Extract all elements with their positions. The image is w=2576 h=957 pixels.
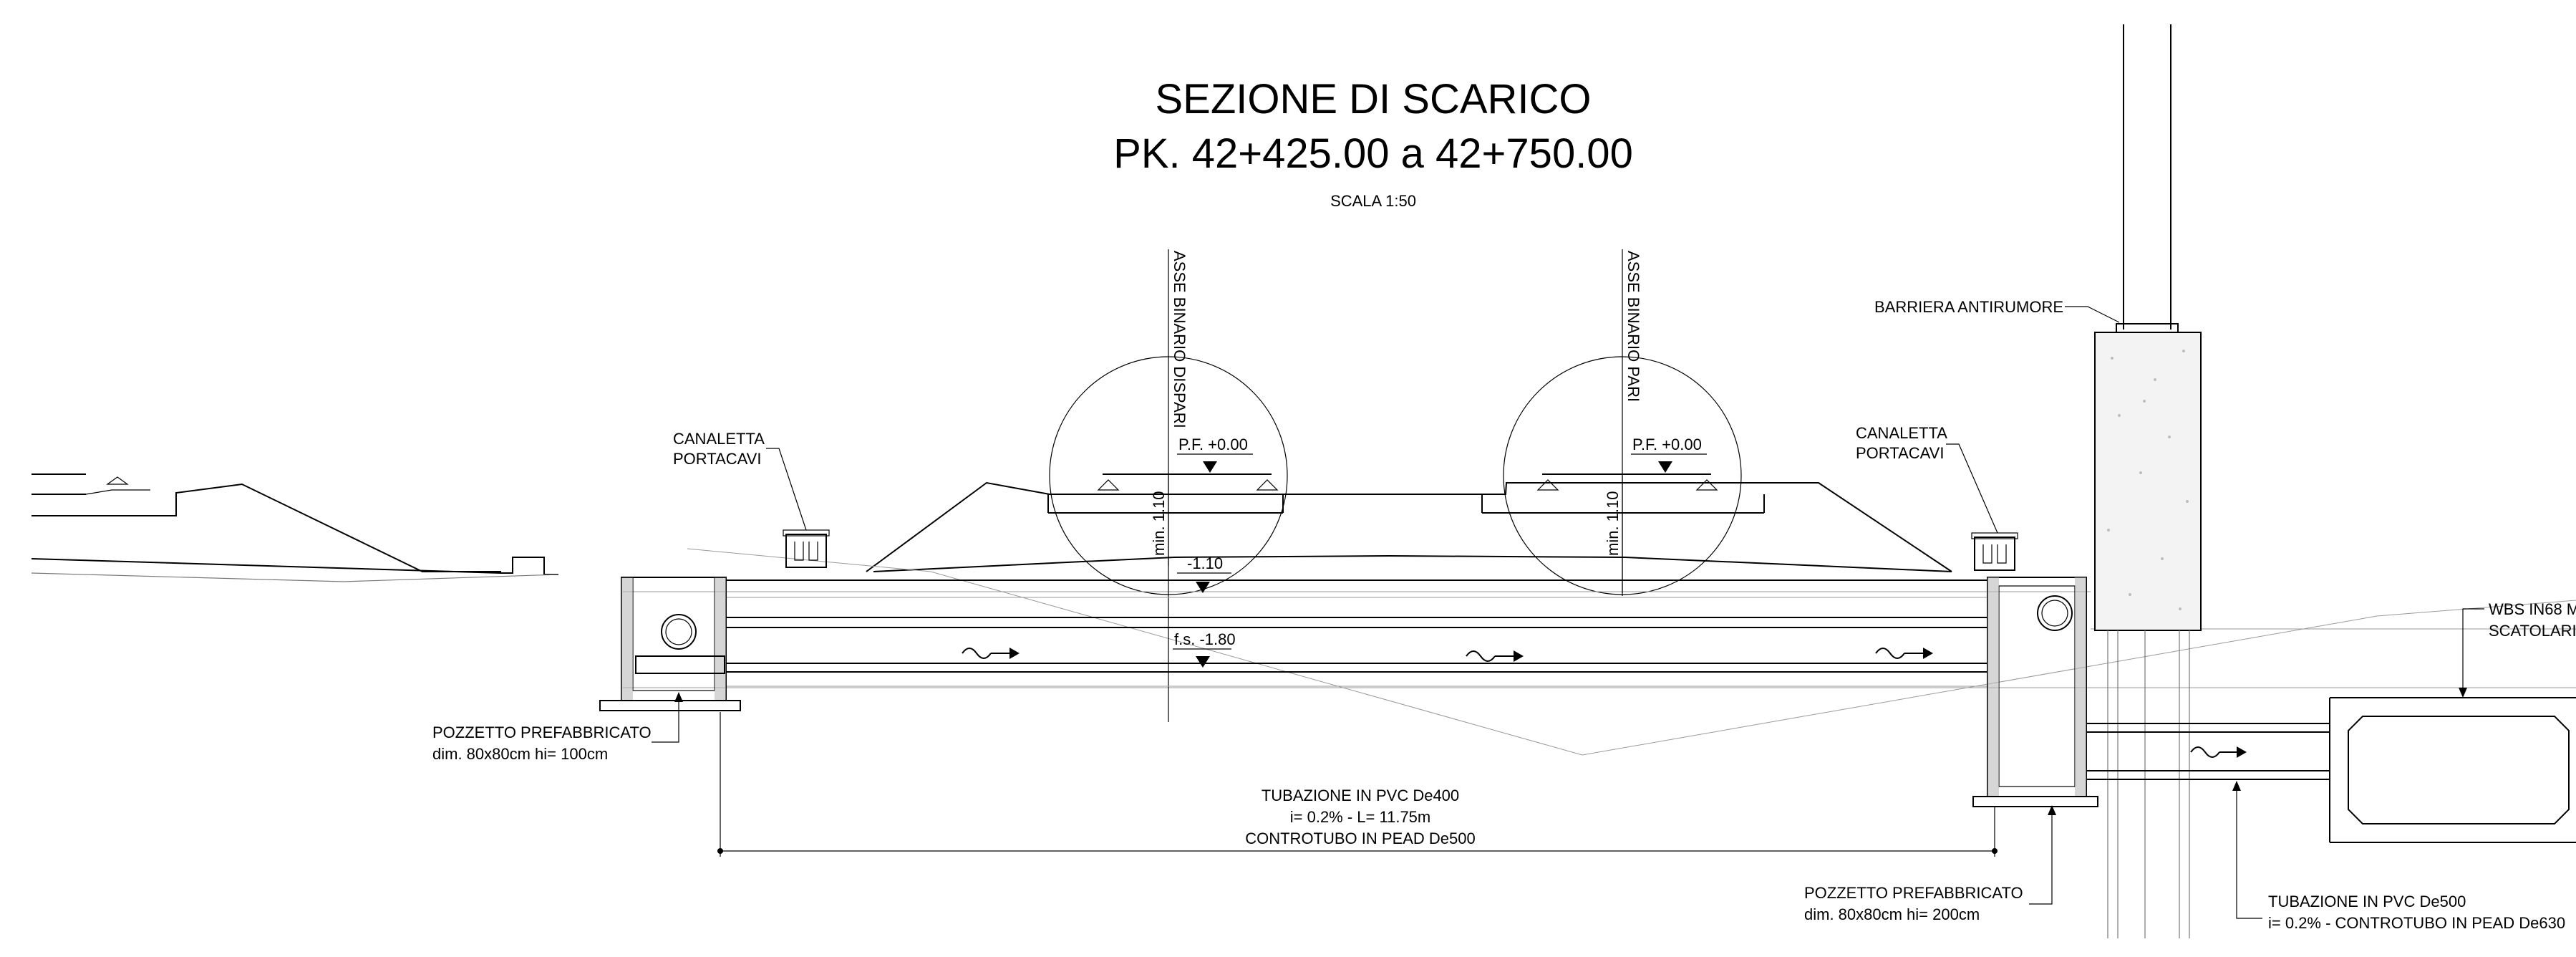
drawing-title: SEZIONE DI SCARICO: [1155, 76, 1591, 122]
drain-pipe: [726, 580, 1987, 687]
noise-barrier: [2094, 24, 2202, 938]
label-tubazione: TUBAZIONE IN PVC De400 i= 0.2% - L= 11.7…: [717, 712, 1998, 857]
label-canaletta-right: CANALETTA PORTACAVI: [1856, 424, 1998, 534]
svg-text:WBS IN68 M: WBS IN68 M: [2489, 600, 2576, 618]
svg-text:POZZETTO PREFABBRICATO: POZZETTO PREFABBRICATO: [432, 723, 652, 741]
flow-arrow: [1466, 650, 1524, 662]
flow-arrow: [962, 648, 1020, 659]
flow-arrow: [1875, 648, 1933, 659]
pf-left-label: P.F. +0.00: [1178, 436, 1248, 453]
label-pozzetto-right: POZZETTO PREFABBRICATO dim. 80x80cm hi= …: [1804, 805, 2056, 923]
manhole-left: [599, 577, 741, 711]
level-markers: P.F. +0.00 P.F. +0.00 min. 1.10 min. 1.1…: [1150, 436, 1707, 668]
label-canaletta-left: CANALETTA PORTACAVI: [673, 430, 807, 531]
svg-text:dim. 80x80cm hi= 100cm: dim. 80x80cm hi= 100cm: [432, 745, 608, 763]
label-pozzetto-left: POZZETTO PREFABBRICATO dim. 80x80cm hi= …: [432, 692, 683, 763]
ballast-body: [866, 356, 1952, 595]
svg-text:CANALETTA: CANALETTA: [1856, 424, 1947, 442]
manhole-right: [1972, 577, 2098, 807]
cable-trough-right: [1971, 532, 2018, 571]
subgrade-lines: [623, 548, 2576, 756]
box-culvert: [2086, 697, 2576, 843]
flow-arrow: [2190, 746, 2247, 758]
level-fs-label: f.s. -1.80: [1174, 630, 1236, 648]
label-wbs: WBS IN68 M SCATOLARI: [2459, 600, 2576, 698]
svg-text:CANALETTA: CANALETTA: [673, 430, 765, 448]
svg-text:PORTACAVI: PORTACAVI: [1856, 444, 1944, 462]
min-right-label: min. 1.10: [1604, 491, 1622, 557]
svg-text:dim. 80x80cm hi= 200cm: dim. 80x80cm hi= 200cm: [1804, 905, 1980, 923]
level-110-label: -1.10: [1187, 554, 1223, 572]
svg-text:i= 0.2% - L= 11.75m: i= 0.2% - L= 11.75m: [1290, 808, 1431, 826]
min-left-label: min. 1.10: [1150, 491, 1168, 557]
svg-text:i= 0.2% - CONTROTUBO IN PEAD D: i= 0.2% - CONTROTUBO IN PEAD De630: [2268, 914, 2565, 932]
svg-text:CONTROTUBO IN PEAD De500: CONTROTUBO IN PEAD De500: [1245, 829, 1476, 847]
axis-pari-label: ASSE BINARIO PARI: [1624, 251, 1642, 402]
axis-pari: ASSE BINARIO PARI: [1622, 249, 1642, 596]
svg-text:PORTACAVI: PORTACAVI: [673, 450, 761, 468]
drawing-scale: SCALA 1:50: [1330, 192, 1416, 210]
label-barriera: BARRIERA ANTIRUMORE: [1874, 298, 2120, 323]
svg-text:TUBAZIONE IN PVC De400: TUBAZIONE IN PVC De400: [1262, 787, 1459, 804]
axis-dispari: ASSE BINARIO DISPARI: [1168, 249, 1188, 722]
svg-text:POZZETTO PREFABBRICATO: POZZETTO PREFABBRICATO: [1804, 884, 2023, 902]
svg-text:TUBAZIONE IN PVC De500: TUBAZIONE IN PVC De500: [2268, 893, 2466, 910]
svg-text:BARRIERA ANTIRUMORE: BARRIERA ANTIRUMORE: [1874, 298, 2063, 316]
left-embankment: [31, 473, 559, 582]
label-tubazione-bottom: TUBAZIONE IN PVC De500 i= 0.2% - CONTROT…: [2232, 781, 2565, 932]
svg-text:SCATOLARI: SCATOLARI: [2489, 622, 2576, 640]
axis-dispari-label: ASSE BINARIO DISPARI: [1171, 251, 1188, 428]
drawing-subtitle: PK. 42+425.00 a 42+750.00: [1113, 130, 1633, 177]
pf-right-label: P.F. +0.00: [1632, 436, 1702, 453]
